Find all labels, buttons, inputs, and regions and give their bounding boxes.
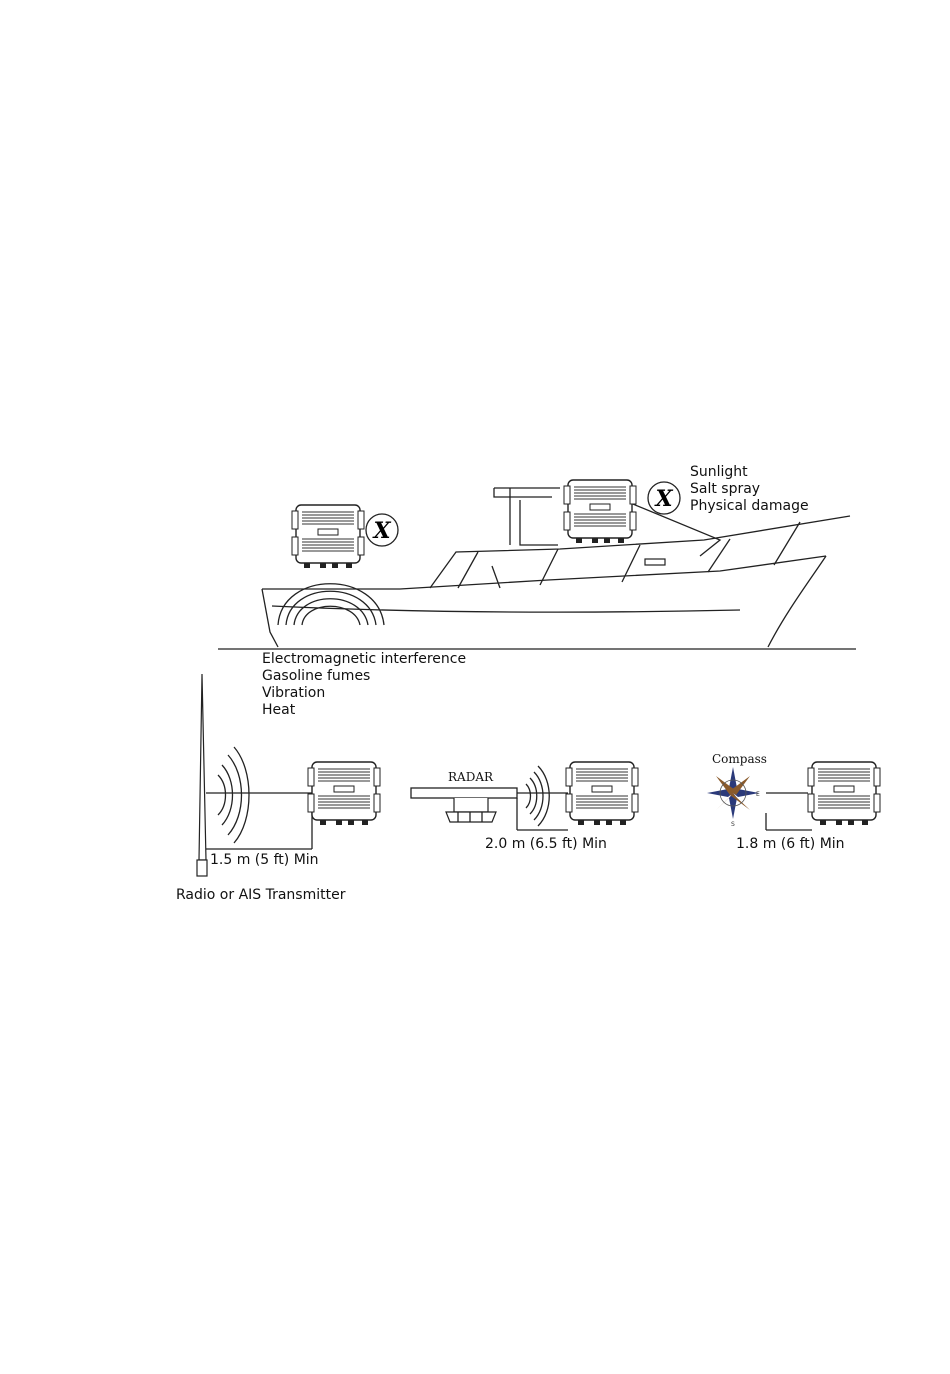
prohibited-x-icon: X <box>648 482 680 514</box>
svg-text:S: S <box>731 821 735 828</box>
svg-text:Heat: Heat <box>262 702 296 718</box>
prohibited-x-icon: X <box>366 514 398 546</box>
radar-label: RADAR <box>448 770 494 784</box>
radar-icon <box>411 788 517 822</box>
svg-text:Sunlight: Sunlight <box>690 464 748 480</box>
svg-text:X: X <box>371 518 391 544</box>
unit-module-icon <box>808 762 880 825</box>
svg-text:Salt spray: Salt spray <box>690 481 760 497</box>
radio-caption: Radio or AIS Transmitter <box>176 887 346 903</box>
svg-text:Electromagnetic interference: Electromagnetic interference <box>262 651 466 667</box>
interference-waves-icon <box>278 584 384 625</box>
hull-warnings: Electromagnetic interference Gasoline fu… <box>262 651 466 718</box>
compass-label: Compass <box>712 752 767 766</box>
environment-warnings: Sunlight Salt spray Physical damage <box>690 464 809 514</box>
compass-distance: 1.8 m (6 ft) Min <box>736 836 845 852</box>
radar-distance: 2.0 m (6.5 ft) Min <box>485 836 607 852</box>
svg-text:Vibration: Vibration <box>262 685 325 701</box>
radio-antenna-icon <box>197 674 207 876</box>
unit-module-icon <box>308 762 380 825</box>
svg-text:X: X <box>653 486 673 512</box>
radar-waves-icon <box>526 766 549 826</box>
compass-rose-icon: E S <box>707 767 760 828</box>
svg-text:Gasoline fumes: Gasoline fumes <box>262 668 370 684</box>
radio-waves-icon <box>218 747 249 843</box>
unit-module-icon <box>564 480 636 543</box>
svg-text:Physical damage: Physical damage <box>690 498 809 514</box>
svg-text:E: E <box>756 791 760 798</box>
unit-module-icon <box>566 762 638 825</box>
radio-distance: 1.5 m (5 ft) Min <box>210 852 319 868</box>
unit-module-icon <box>292 505 364 568</box>
